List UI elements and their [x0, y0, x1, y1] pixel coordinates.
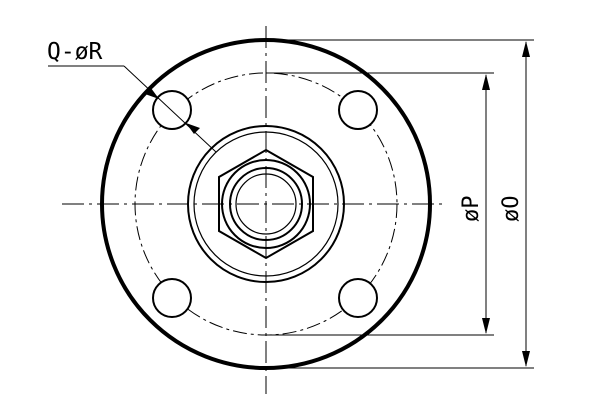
bolt-hole-bottom-left [152, 278, 192, 318]
pitch-dia-arrow-bottom [482, 318, 490, 334]
hole-leader-arrow-lower [186, 123, 200, 134]
outer-dia-arrow-top [522, 41, 530, 57]
holes-label: Q-øR [47, 39, 103, 65]
pitch-dia-label: øP [459, 196, 484, 223]
bolt-hole-bottom-right [338, 278, 378, 318]
bolt-hole-top-right [338, 90, 378, 130]
pitch-dia-arrow-top [482, 74, 490, 90]
outer-dia-label: øO [499, 196, 524, 223]
hole-leader-arrow-upper [145, 88, 159, 99]
hole-leader-line [123, 65, 217, 153]
outer-dia-arrow-bottom [522, 351, 530, 367]
